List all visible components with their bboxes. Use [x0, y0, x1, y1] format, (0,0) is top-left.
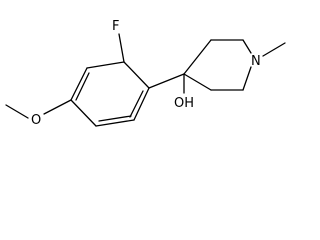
piperidine-ring: [183, 39, 252, 91]
ring-bond: [70, 99, 97, 127]
ring-bond: [70, 67, 88, 101]
c-o-bond: [43, 99, 72, 115]
molecule-svg: F O N OH: [5, 19, 286, 128]
ring-bond: [242, 66, 252, 91]
ring-bond: [183, 73, 212, 91]
o-ch3-bond: [5, 104, 29, 119]
methoxy-oxygen-label: O: [31, 113, 41, 128]
ring-bond: [183, 39, 212, 75]
ring-bond: [123, 61, 150, 89]
ring-bond: [133, 87, 150, 121]
nitrogen-label: N: [251, 54, 261, 69]
hydroxyl-label: OH: [174, 96, 194, 111]
n-ch3-bond: [262, 42, 286, 57]
benzene-ring: [70, 61, 150, 127]
ring-double-bond: [98, 115, 132, 122]
ring-bond: [86, 61, 125, 69]
c-f-bond: [118, 33, 125, 63]
ring-bond: [242, 39, 252, 54]
structure-diagram: F O N OH: [5, 19, 286, 128]
ring-bond: [95, 119, 135, 127]
ring-double-bond: [129, 90, 144, 118]
fluorine-label: F: [112, 19, 119, 34]
aryl-piperidine-bond: [148, 73, 185, 89]
ring-double-bond: [75, 72, 90, 101]
